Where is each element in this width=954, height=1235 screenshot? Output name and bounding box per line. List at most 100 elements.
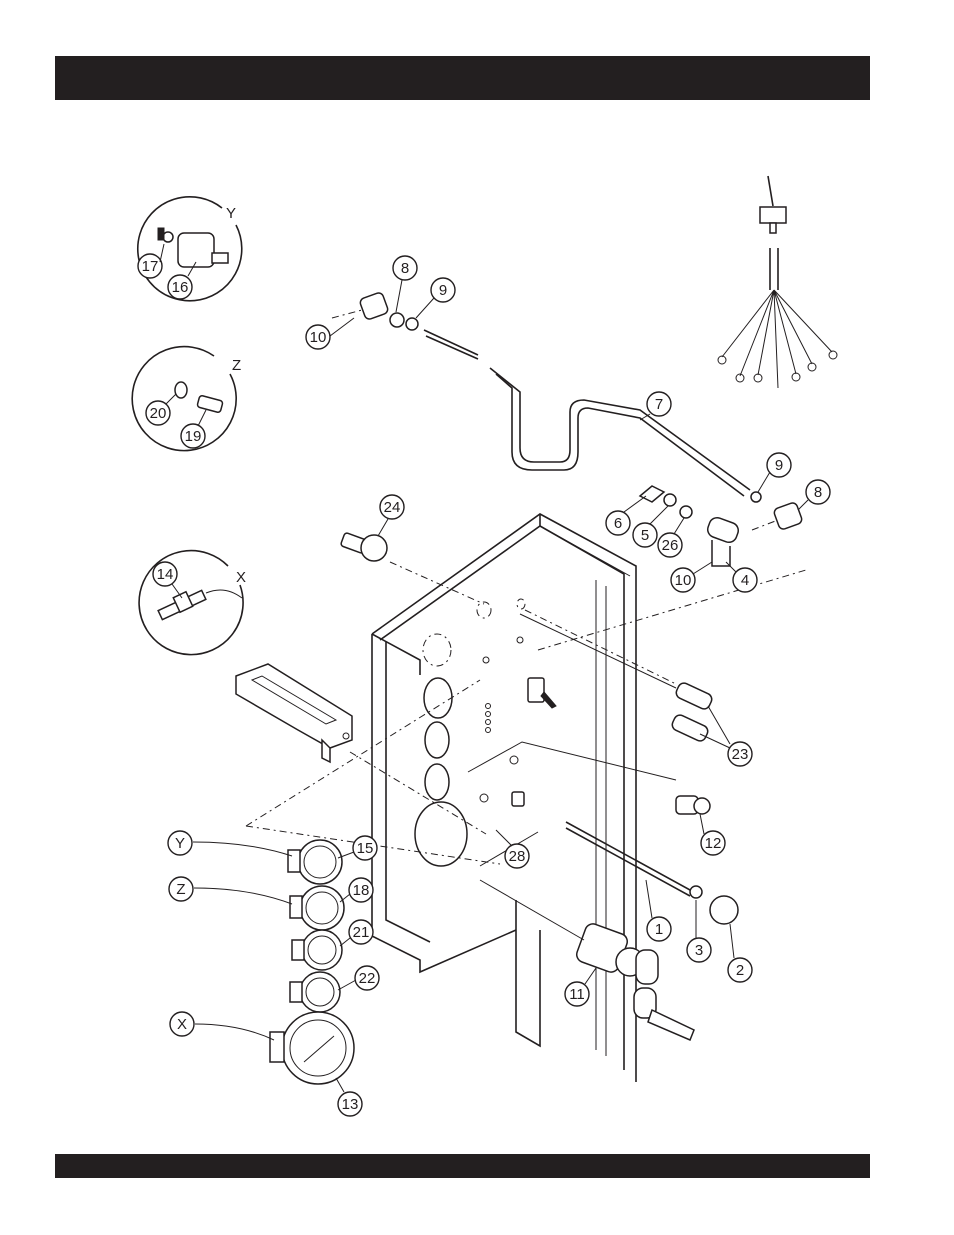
callout-14: 14 xyxy=(153,562,177,586)
gauge-cluster xyxy=(193,840,354,1084)
panel-hole xyxy=(415,802,467,866)
svg-text:28: 28 xyxy=(509,848,526,865)
svg-text:4: 4 xyxy=(741,572,749,589)
callout-19: 19 xyxy=(181,424,205,448)
svg-text:14: 14 xyxy=(157,566,174,583)
gauge-label-z: Z xyxy=(169,877,193,901)
callout-7: 7 xyxy=(647,392,671,416)
ball-joint-left xyxy=(359,292,389,321)
svg-text:Y: Y xyxy=(175,835,185,852)
svg-text:5: 5 xyxy=(641,527,649,544)
control-panel-housing xyxy=(372,514,636,1082)
svg-text:11: 11 xyxy=(569,986,585,1003)
callout-22: 22 xyxy=(355,966,379,990)
callout-13: 13 xyxy=(338,1092,362,1116)
callout-17: 17 xyxy=(138,254,162,278)
panel-hole xyxy=(424,678,452,718)
callout-3: 3 xyxy=(687,938,711,962)
gauge-label-x: X xyxy=(170,1012,194,1036)
panel-hole xyxy=(425,722,449,758)
svg-text:10: 10 xyxy=(675,572,692,589)
sender-screw xyxy=(158,228,164,240)
callout-5: 5 xyxy=(633,523,657,547)
callout-9-right: 9 xyxy=(767,453,791,477)
svg-text:12: 12 xyxy=(705,835,722,852)
svg-text:8: 8 xyxy=(814,484,822,501)
knob-cap xyxy=(710,896,738,924)
harness-connector xyxy=(760,207,786,223)
svg-text:18: 18 xyxy=(353,882,370,899)
callout-10-right: 10 xyxy=(671,568,695,592)
callout-2: 2 xyxy=(728,958,752,982)
callout-1: 1 xyxy=(647,917,671,941)
callout-6: 6 xyxy=(606,511,630,535)
key-blade xyxy=(648,1010,694,1040)
mounting-bracket xyxy=(236,664,352,762)
pivot-block xyxy=(705,515,740,544)
knob-nut xyxy=(690,886,702,898)
callout-20: 20 xyxy=(146,401,170,425)
linkage-hardware xyxy=(640,486,741,566)
switch-nut xyxy=(512,792,524,806)
svg-text:9: 9 xyxy=(439,282,447,299)
callout-8-top: 8 xyxy=(393,256,417,280)
svg-text:17: 17 xyxy=(142,258,159,275)
svg-text:15: 15 xyxy=(357,840,374,857)
svg-text:2: 2 xyxy=(736,962,744,979)
detail-x-letter: X xyxy=(236,569,246,586)
temperature-gauge xyxy=(300,886,344,930)
throttle-rod-assembly xyxy=(332,292,803,531)
callout-9-top: 9 xyxy=(431,278,455,302)
oil-pressure-sender xyxy=(178,233,214,267)
bracket xyxy=(712,540,730,566)
svg-text:7: 7 xyxy=(655,396,663,413)
svg-text:9: 9 xyxy=(775,457,783,474)
tachometer xyxy=(282,1012,354,1084)
key-head xyxy=(636,950,658,984)
wire-harness xyxy=(718,176,837,388)
sender-fitting xyxy=(212,253,228,263)
rod-end-left xyxy=(390,313,404,327)
detail-y-letter: Y xyxy=(226,205,236,222)
gauge-label-y: Y xyxy=(168,831,192,855)
detail-z-letter: Z xyxy=(232,357,241,374)
svg-text:10: 10 xyxy=(310,329,327,346)
toggle-switch xyxy=(528,678,544,702)
callout-18: 18 xyxy=(349,878,373,902)
svg-text:X: X xyxy=(177,1016,187,1033)
svg-text:6: 6 xyxy=(614,515,622,532)
svg-text:16: 16 xyxy=(172,279,189,296)
callout-28: 28 xyxy=(505,844,529,868)
sensor-washer xyxy=(175,382,187,398)
callout-4: 4 xyxy=(733,568,757,592)
svg-text:13: 13 xyxy=(342,1096,359,1113)
jam-nut-right xyxy=(751,492,761,502)
callout-12: 12 xyxy=(701,831,725,855)
callout-23: 23 xyxy=(728,742,752,766)
spacer xyxy=(680,506,692,518)
nut xyxy=(664,494,676,506)
clip xyxy=(640,486,664,502)
svg-text:Z: Z xyxy=(176,881,185,898)
oil-pressure-gauge xyxy=(298,840,342,884)
svg-text:19: 19 xyxy=(185,428,202,445)
callout-24: 24 xyxy=(380,495,404,519)
svg-text:22: 22 xyxy=(359,970,376,987)
svg-text:20: 20 xyxy=(150,405,167,422)
lamp-bulb xyxy=(361,535,387,561)
callout-11: 11 xyxy=(565,982,589,1006)
svg-text:3: 3 xyxy=(695,942,703,959)
panel-hole xyxy=(425,764,449,800)
callout-8-right: 8 xyxy=(806,480,830,504)
svg-text:8: 8 xyxy=(401,260,409,277)
jam-nut-left xyxy=(406,318,418,330)
indicator-lamp xyxy=(670,713,709,743)
ball-joint-right xyxy=(773,502,803,531)
svg-text:1: 1 xyxy=(655,921,663,938)
temperature-sensor xyxy=(197,395,223,413)
svg-text:24: 24 xyxy=(384,499,401,516)
svg-text:23: 23 xyxy=(732,746,749,763)
callout-21: 21 xyxy=(349,920,373,944)
callout-15: 15 xyxy=(353,836,377,860)
